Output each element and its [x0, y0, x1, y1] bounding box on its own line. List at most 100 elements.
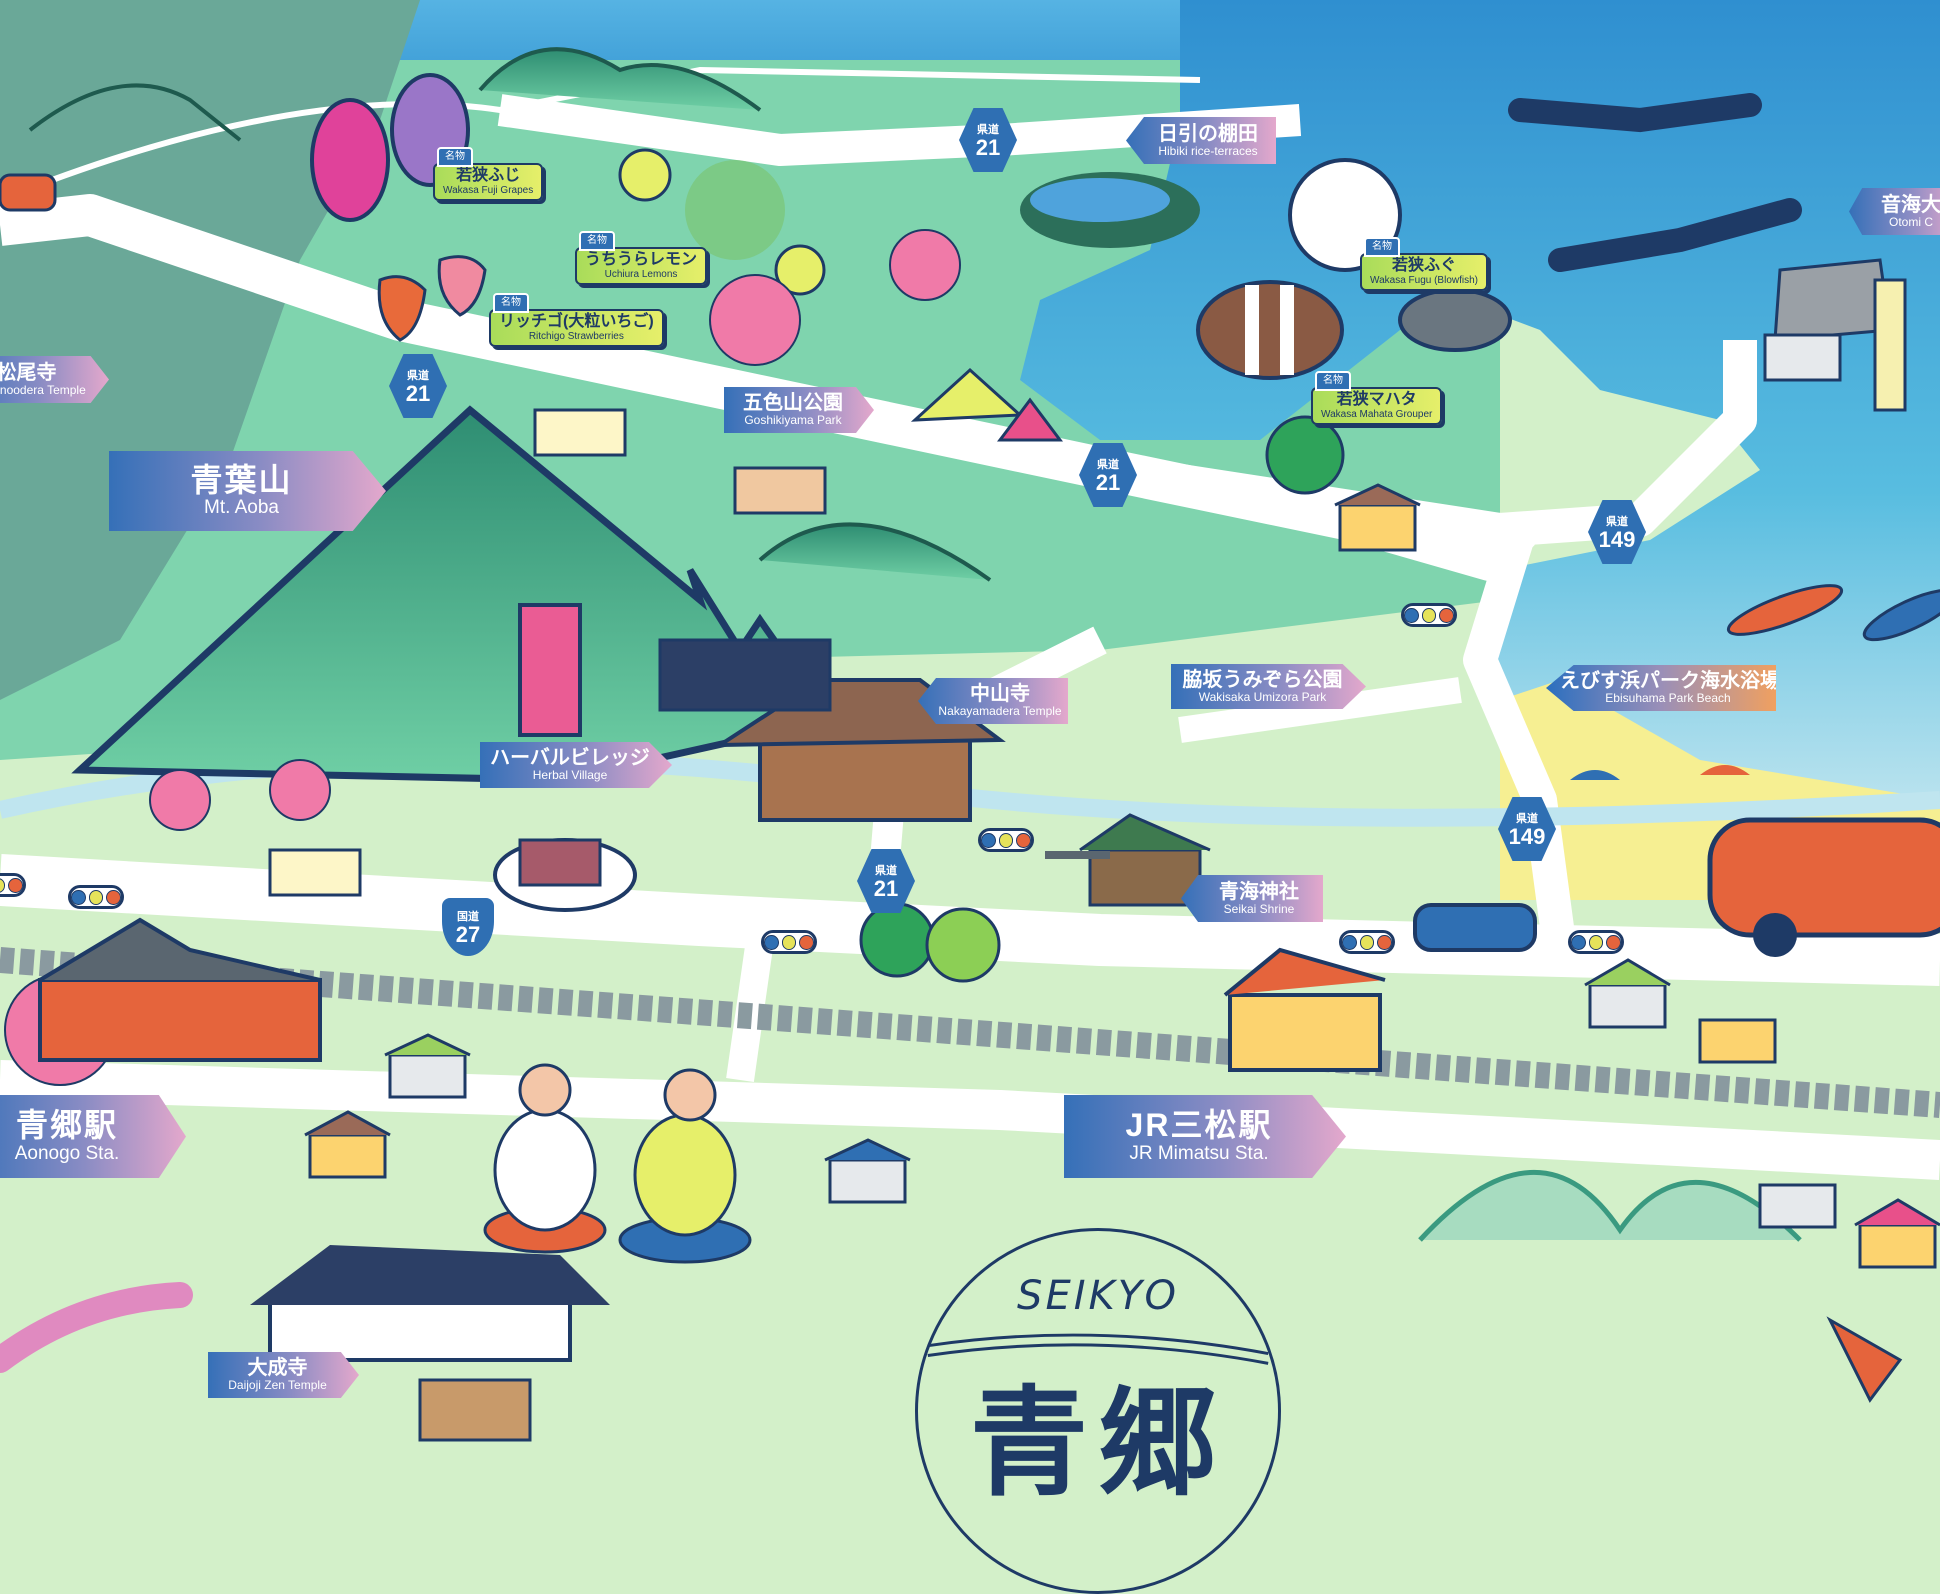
specialty-ja: 若狭マハタ	[1336, 391, 1417, 408]
route-type: 県道	[1097, 459, 1119, 471]
label-en: Goshikiyama Park	[744, 413, 842, 428]
logo-text-ja: 青郷	[969, 1378, 1226, 1510]
label-ja: 中山寺	[970, 683, 1030, 706]
label-ja: JR三松駅	[1125, 1107, 1273, 1144]
specialty-ja: リッチゴ(大粒いちご)	[499, 313, 654, 330]
herbal-village-building	[518, 603, 832, 737]
label-matsunoodera-temple[interactable]: 松尾寺Matsunoodera Temple	[0, 356, 109, 403]
label-en: Nakayamadera Temple	[938, 704, 1062, 719]
label-en: Ebisuhama Park Beach	[1605, 691, 1731, 706]
route-number: 149	[1508, 824, 1546, 849]
specialty-tag: 名物	[1364, 237, 1400, 257]
label-ja: 青郷駅	[15, 1107, 118, 1144]
traffic-signal-icon	[1401, 603, 1457, 627]
label-ja: 青海神社	[1219, 880, 1299, 903]
tent	[997, 397, 1063, 442]
lemon-icon	[618, 148, 826, 296]
label-en: Aonogo Sta.	[14, 1142, 120, 1164]
specialty-en: Wakasa Mahata Grouper	[1321, 409, 1433, 421]
route-type: 県道	[1606, 516, 1628, 528]
label-en: Otomi C	[1888, 214, 1933, 229]
logo-wave	[927, 1333, 1269, 1365]
traffic-signal-icon	[1568, 930, 1624, 954]
specialty-ja: 若狭ふじ	[456, 167, 521, 184]
seikai-shrine-building	[1045, 813, 1211, 907]
route-number: 21	[405, 381, 431, 406]
flower-field	[0, 1282, 193, 1373]
traffic-signal-icon	[68, 885, 124, 909]
route-number: 149	[1598, 527, 1636, 552]
traffic-signal-icon	[761, 930, 817, 954]
route-number: 21	[1095, 470, 1121, 495]
specialty-ritchigo-strawberries[interactable]: 名物リッチゴ(大粒いちご)Ritchigo Strawberries	[489, 293, 664, 347]
label-en: Hibiki rice-terraces	[1158, 143, 1258, 158]
aonogo-station-building	[38, 917, 322, 1062]
strawberry-icon	[377, 255, 487, 342]
label-ja: 松尾寺	[0, 361, 57, 384]
route-number: 27	[455, 922, 481, 947]
label-ja: 音海大	[1881, 193, 1940, 216]
sea	[1020, 0, 1940, 820]
car	[0, 173, 57, 212]
mountain	[478, 47, 762, 112]
label-en: Mt. Aoba	[204, 497, 279, 519]
label-en: Wakisaka Umizora Park	[1198, 689, 1327, 704]
label-en: Daijoji Zen Temple	[228, 1378, 327, 1393]
route-type: 県道	[977, 124, 999, 136]
daijoji-temple-building	[250, 1245, 610, 1442]
rock	[1773, 258, 1892, 342]
label-ja: えびす浜パーク海水浴場	[1560, 670, 1776, 693]
meditating-people	[483, 1063, 752, 1264]
parasol-icon	[1826, 1316, 1903, 1403]
route-number: 21	[873, 876, 899, 901]
car	[1707, 817, 1940, 957]
specialty-tag: 名物	[493, 293, 529, 313]
map-illustration	[0, 0, 1940, 1442]
logo-text-en: SEIKYO	[1017, 1273, 1179, 1319]
specialty-ja: うちうらレモン	[585, 251, 698, 268]
car	[1413, 903, 1537, 952]
label-ja: 大成寺	[247, 1357, 308, 1380]
scuba-diver	[1508, 93, 1802, 272]
yokan-sweet-icon	[493, 838, 637, 912]
label-ja: ハーバルビレッジ	[490, 747, 650, 770]
railway	[0, 947, 1940, 1118]
specialty-en: Uchiura Lemons	[604, 269, 678, 281]
specialty-tag: 名物	[1315, 371, 1351, 391]
beach-parasol	[1700, 765, 1750, 775]
rice-terraces	[1020, 172, 1200, 248]
label-ja: 五色山公園	[743, 392, 843, 415]
mimatsu-station-building	[1223, 947, 1386, 1072]
lighthouse	[1873, 278, 1907, 412]
mountain	[758, 522, 992, 582]
route-type: 県道	[407, 370, 429, 382]
specialty-en: Wakasa Fuji Grapes	[443, 185, 534, 197]
houses	[268, 333, 1940, 1269]
trees	[859, 415, 1345, 983]
specialty-en: Ritchigo Strawberries	[528, 331, 624, 343]
beach-parasol	[1570, 770, 1620, 780]
specialty-ja: 若狭ふぐ	[1391, 257, 1456, 274]
traffic-signal-icon	[0, 873, 26, 897]
label-ja: 日引の棚田	[1158, 122, 1258, 145]
traffic-signal-icon	[1339, 930, 1395, 954]
label-en: JR Mimatsu Sta.	[1129, 1142, 1269, 1164]
